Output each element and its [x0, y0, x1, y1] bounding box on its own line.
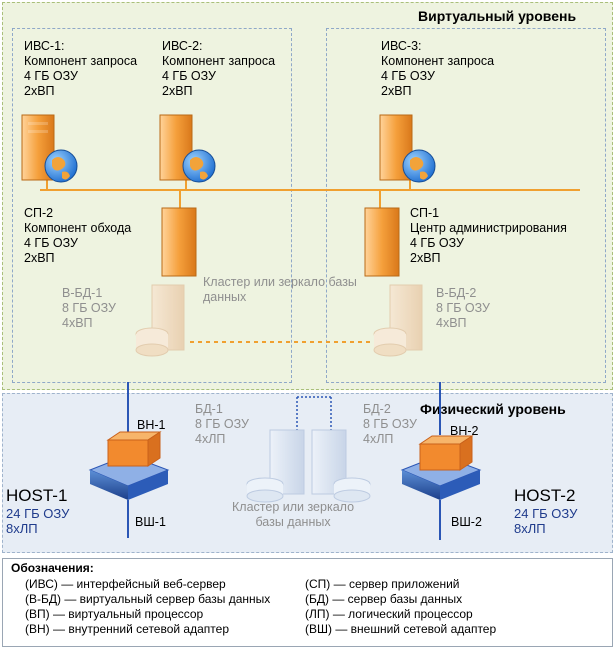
virtual-level-zone	[2, 2, 613, 390]
database-server-icon	[135, 284, 185, 357]
host1-label: HOST-1 24 ГБ ОЗУ 8xЛП	[6, 486, 70, 536]
host-rack-icon	[400, 435, 482, 500]
legend-item: (В-БД) — виртуальный сервер базы данных	[25, 592, 271, 606]
globe-icon	[182, 149, 216, 183]
server-icon	[364, 207, 400, 277]
database-server-icon	[373, 284, 423, 357]
legend-item: (БД) — сервер базы данных	[305, 592, 463, 606]
physical-level-title: Физический уровень	[420, 401, 566, 417]
host2-label: HOST-2 24 ГБ ОЗУ 8xЛП	[514, 486, 578, 536]
virtual-level-title: Виртуальный уровень	[418, 8, 577, 24]
legend-right-column: (СП) — сервер приложений (БД) — сервер б…	[305, 577, 496, 637]
legend-left-column: (ИВС) — интерфейсный веб-сервер (В-БД) —…	[25, 577, 270, 637]
virtual-host2-group	[326, 28, 606, 383]
virtual-host1-group	[12, 28, 292, 383]
legend-item: (ИВС) — интерфейсный веб-сервер	[25, 577, 226, 591]
legend-item: (ВП) — виртуальный процессор	[25, 607, 204, 621]
legend-item: (ВШ) — внешний сетевой адаптер	[305, 622, 497, 636]
vn1-label: ВН-1	[137, 418, 166, 432]
vn2-label: ВН-2	[450, 424, 479, 438]
host-rack-icon	[88, 431, 170, 500]
database-server-icon	[246, 429, 371, 503]
vsh2-label: ВШ-2	[451, 515, 482, 529]
vsh1-label: ВШ-1	[135, 515, 166, 529]
network-lines	[40, 180, 580, 210]
legend-box: Обозначения: (ИВС) — интерфейсный веб-се…	[2, 558, 613, 647]
globe-icon	[402, 149, 436, 183]
server-icon	[161, 207, 197, 277]
globe-icon	[44, 149, 78, 183]
legend-item: (ВН) — внутренний сетевой адаптер	[25, 622, 229, 636]
legend-title: Обозначения:	[11, 561, 94, 575]
legend-item: (СП) — сервер приложений	[305, 577, 460, 591]
legend-item: (ЛП) — логический процессор	[305, 607, 473, 621]
